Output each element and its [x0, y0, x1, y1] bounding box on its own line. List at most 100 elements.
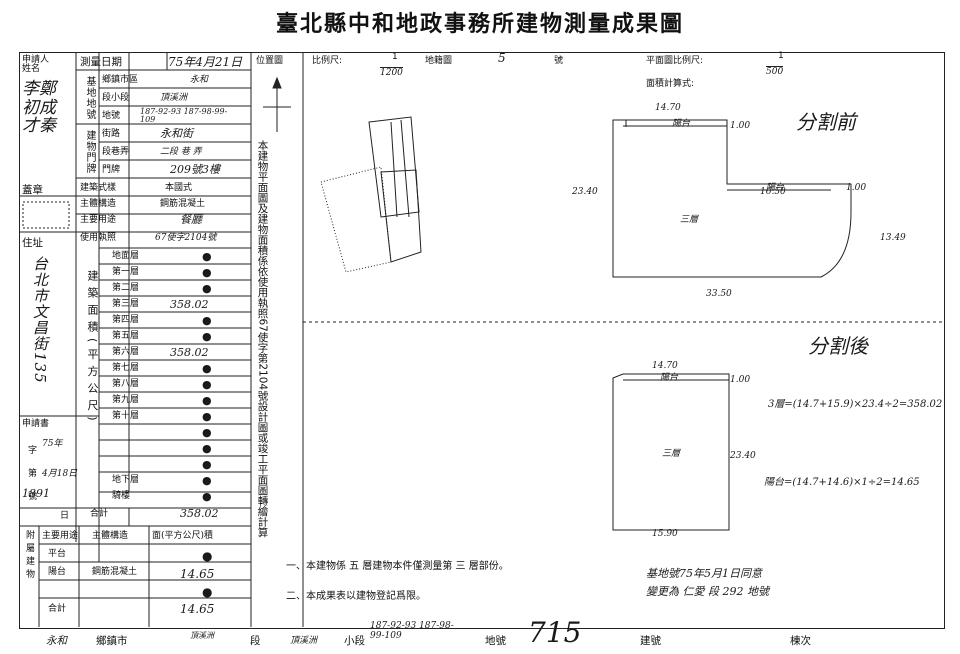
floor-label: 第九層	[112, 395, 140, 405]
floor-label: 第十層	[112, 411, 140, 421]
address-value: 台北市文昌街135	[31, 256, 49, 384]
floor-value: 358.02	[170, 346, 209, 359]
plan-scale-den: 500	[766, 66, 784, 77]
use-label: 主要用途	[80, 215, 117, 225]
floor-label: 第三層	[112, 299, 140, 309]
annex-area: 14.65	[180, 567, 215, 581]
cadastral-label: 地籍圖	[425, 56, 453, 66]
address-label: 住址	[22, 237, 43, 249]
number-suffix: 號	[554, 56, 564, 66]
footer-building-label: 建號	[640, 635, 661, 647]
applicant-label: 申請人姓名	[22, 55, 50, 74]
floor-label: 第八層	[112, 379, 140, 389]
floor-label: 第四層	[112, 315, 140, 325]
annex-use: 平台	[48, 549, 67, 559]
floor-label: 第一層	[112, 267, 140, 277]
structure-value: 鋼筋混凝土	[160, 199, 206, 209]
handwritten-note-2: 變更為 仁愛 段 292 地號	[646, 585, 769, 598]
vertical-note: 本建物平面圖及建物面積係依使用執照67使字第2104號設計圖或竣工平面圖轉繪計算	[256, 140, 269, 538]
footer-building-no: 715	[528, 616, 582, 649]
dimension-label: 陽台	[660, 373, 679, 383]
app-number-label: 字第號	[26, 445, 36, 514]
dimension-label: 1.00	[730, 121, 751, 131]
after-label: 分割後	[808, 334, 868, 358]
footer-section-label: 段	[250, 635, 261, 647]
floor-label: 第七層	[112, 363, 140, 373]
floor-value: 358.02	[170, 298, 209, 311]
area-formula-label: 面積計算式:	[646, 79, 695, 89]
floor-label: 地下層	[112, 475, 140, 485]
floor-label: 第六層	[112, 347, 140, 357]
footer-sheet-label: 棟次	[790, 635, 811, 647]
style-value: 本國式	[165, 183, 193, 193]
map-scale-den: 1200	[380, 67, 403, 78]
floor-value: ●	[202, 490, 212, 503]
dimension-label: 13.49	[880, 233, 906, 243]
seal-label: 蓋章	[22, 184, 43, 196]
cadastral-no: 5	[498, 51, 506, 65]
floor-label: 第五層	[112, 331, 140, 341]
location-group-label: 基地地號	[84, 76, 95, 120]
annex-header-cell: 主體構造	[92, 531, 129, 541]
dimension-label: 15.90	[652, 529, 678, 539]
township-value: 永和	[190, 75, 209, 85]
floor-label: 騎樓	[112, 491, 131, 501]
floor-value: ●	[202, 410, 212, 423]
door-group-label: 建物門牌	[84, 130, 95, 174]
floor-value: ●	[202, 250, 212, 263]
footer-subsection-label: 小段	[344, 635, 365, 647]
location-label: 位置圖	[256, 56, 284, 66]
floor-label: 地面層	[112, 251, 140, 261]
floor-value: ●	[202, 314, 212, 327]
footer-lots: 187-92-93 187-98-99-109	[370, 621, 454, 641]
map-scale-label: 比例尺:	[312, 56, 343, 66]
annex-structure: 鋼筋混凝土	[92, 567, 138, 577]
section-label: 段小段	[102, 93, 130, 103]
footer-lot-label: 地號	[485, 635, 506, 647]
drawing-area	[263, 52, 943, 627]
application-label: 申請書	[22, 419, 50, 429]
plan-scale-num: 1	[778, 51, 784, 61]
applicant-name: 李鄭初成才秦	[22, 79, 56, 137]
calc-line-1: 3層=(14.7+15.9)×23.4÷2=358.02	[768, 399, 943, 410]
footer-township-label: 鄉鎮市	[96, 635, 128, 647]
handwritten-note: 基地號75年5月1日同意	[646, 567, 762, 580]
total-value: 358.02	[180, 507, 219, 520]
footer-subsection: 頂溪洲	[290, 636, 318, 646]
floor-value: ●	[202, 266, 212, 279]
floor-value: ●	[202, 442, 212, 455]
dimension-label: 23.40	[572, 187, 598, 197]
lot-label: 地號	[102, 111, 121, 121]
floor-after: 三層	[662, 449, 681, 459]
survey-date-value: 75年4月21日	[168, 55, 243, 69]
street-label: 街路	[102, 129, 121, 139]
app-number: 1891	[22, 487, 50, 500]
floor-value: ●	[202, 394, 212, 407]
survey-form	[19, 52, 945, 629]
style-label: 建築式樣	[80, 183, 117, 193]
dimension-label: 14.70	[655, 103, 681, 113]
door-value: 209號3樓	[170, 163, 220, 176]
floor-value: ●	[202, 362, 212, 375]
footer-township: 永和	[46, 635, 67, 647]
floor-value: ●	[202, 282, 212, 295]
app-day-label: 日	[60, 511, 70, 521]
dimension-label: 陽台	[672, 119, 691, 129]
dimension-label: 陽台	[766, 183, 785, 193]
area-group-label: 建築面積(平方公尺)	[86, 270, 99, 427]
map-scale-num: 1	[392, 52, 398, 62]
app-year: 75年	[42, 439, 63, 449]
floor-label: 第二層	[112, 283, 140, 293]
note-2: 二、本成果表以建物登記爲限。	[286, 591, 426, 602]
floor-value: ●	[202, 474, 212, 487]
note-1: 一、本建物係 五 層建物本件僅測量第 三 層部份。	[286, 561, 509, 572]
annex-area: ●	[202, 549, 213, 563]
annex-header-cell: 主要用途	[42, 531, 79, 541]
dimension-label: 14.70	[652, 361, 678, 371]
dimension-label: 1.00	[846, 183, 867, 193]
annex-label: 附屬建物	[24, 530, 34, 582]
annex-total-label: 合計	[48, 604, 67, 614]
use-value: 餐廳	[180, 213, 202, 226]
floor-value: ●	[202, 378, 212, 391]
license-value: 67使字2104號	[155, 233, 217, 243]
